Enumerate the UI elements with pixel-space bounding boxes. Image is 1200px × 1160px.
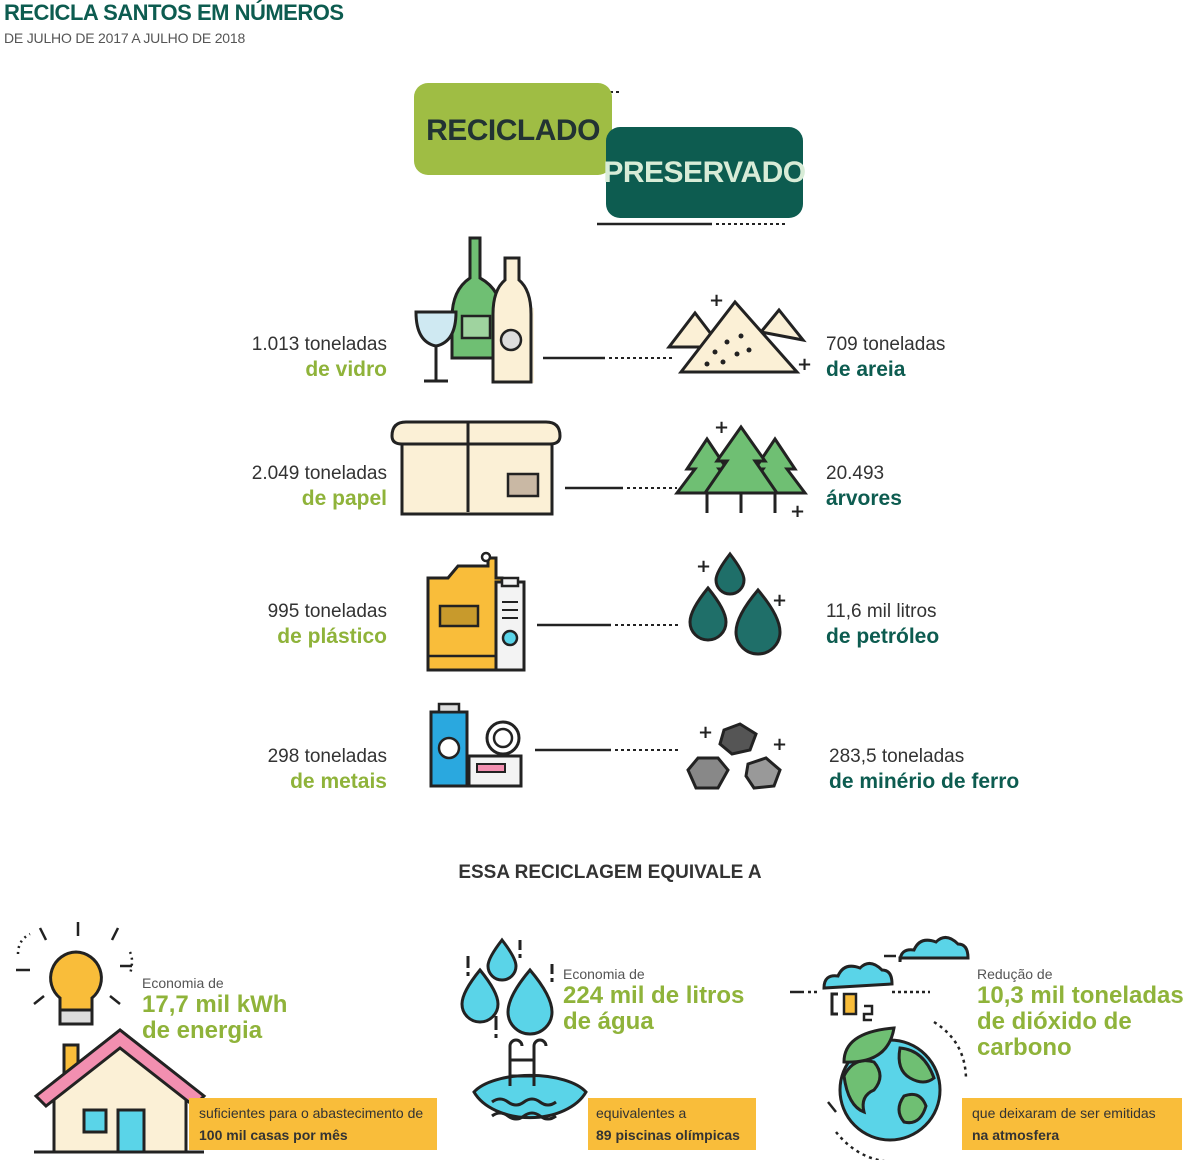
metals-amount: 298 toneladas	[267, 746, 387, 767]
energy-band-line2: 100 mil casas por mês	[199, 1127, 348, 1143]
sand-amount: 709 toneladas	[826, 334, 946, 355]
co2-band: que deixaram de ser emitidas na atmosfer…	[962, 1098, 1182, 1150]
row-plastic-left-label: 995 toneladas de plástico	[127, 599, 387, 649]
preservado-label: PRESERVADO	[603, 155, 806, 189]
ore-amount: 283,5 toneladas	[829, 746, 965, 767]
oil-amount: 11,6 mil litros	[826, 601, 937, 622]
row-metals-left-label: 298 toneladas de metais	[127, 744, 387, 794]
row-paper-left-label: 2.049 toneladas de papel	[127, 461, 387, 511]
svg-text:+: +	[797, 354, 812, 375]
svg-text:+: +	[709, 290, 724, 311]
energy-text: Economia de 17,7 mil kWh de energia	[142, 974, 287, 1044]
water-text: Economia de 224 mil de litros de água	[563, 965, 744, 1035]
plastic-material: de plástico	[277, 625, 387, 648]
paper-connector	[565, 486, 677, 490]
water-value: 224 mil de litros	[563, 982, 745, 1009]
svg-text:+: +	[772, 590, 787, 611]
water-band: equivalentes a 89 piscinas olímpicas	[588, 1098, 756, 1150]
house-lightbulb-icon	[16, 922, 207, 1154]
page-subtitle: DE JULHO DE 2017 A JULHO DE 2018	[4, 30, 246, 46]
trees-amount: 20.493	[826, 463, 885, 484]
preservado-pill: PRESERVADO	[603, 127, 806, 218]
energy-intro: Economia de	[142, 975, 224, 991]
iron-ore-icon: + +	[686, 722, 787, 790]
row-sand-right-label: 709 toneladas de areia	[826, 332, 945, 382]
energy-unit: de energia	[142, 1017, 263, 1044]
sand-dunes-icon: + +	[665, 290, 812, 375]
metals-connector	[535, 748, 679, 752]
water-unit: de água	[563, 1008, 654, 1035]
plastic-amount: 995 toneladas	[267, 601, 387, 622]
glass-connector	[543, 356, 673, 360]
co2-band-line2: na atmosfera	[972, 1127, 1060, 1143]
svg-text:+: +	[696, 556, 711, 577]
co2-intro: Redução de	[977, 966, 1053, 982]
paper-material: de papel	[301, 487, 387, 510]
plastic-connector	[537, 623, 681, 627]
oil-drops-icon: + +	[688, 551, 787, 656]
sand-material: de areia	[826, 358, 906, 381]
oil-material: de petróleo	[826, 625, 940, 648]
co2-band-line1: que deixaram de ser emitidas	[972, 1105, 1156, 1121]
water-band-line1: equivalentes a	[596, 1105, 687, 1121]
glass-amount: 1.013 toneladas	[251, 334, 387, 355]
equivalence-heading: ESSA RECICLAGEM EQUIVALE A	[458, 862, 762, 883]
svg-text:+: +	[790, 501, 805, 522]
co2-value: 10,3 mil toneladas	[977, 982, 1184, 1009]
svg-text:+: +	[698, 722, 713, 743]
row-oil-right-label: 11,6 mil litros de petróleo	[826, 599, 939, 649]
co2-unit: de dióxido de carbono	[977, 1008, 1132, 1061]
glass-material: de vidro	[305, 358, 387, 381]
plastic-containers-icon	[426, 551, 526, 672]
water-pool-icon	[460, 937, 588, 1121]
earth-co2-icon	[790, 936, 970, 1160]
svg-text:+: +	[714, 417, 729, 438]
metal-cans-icon	[429, 702, 523, 788]
trees-icon: + +	[674, 417, 808, 522]
cardboard-box-icon	[390, 420, 562, 516]
row-glass-left-label: 1.013 toneladas de vidro	[127, 332, 387, 382]
reciclado-label: RECICLADO	[426, 114, 600, 147]
co2-text: Redução de 10,3 mil toneladas de dióxido…	[977, 965, 1200, 1061]
trees-material: árvores	[826, 487, 902, 510]
reciclado-pill: RECICLADO	[414, 83, 612, 175]
metals-material: de metais	[290, 770, 387, 793]
energy-value: 17,7 mil kWh	[142, 991, 288, 1018]
svg-text:+: +	[772, 734, 787, 755]
energy-band: suficientes para o abastecimento de 100 …	[189, 1098, 437, 1150]
paper-amount: 2.049 toneladas	[251, 463, 387, 484]
energy-band-line1: suficientes para o abastecimento de	[199, 1105, 424, 1121]
water-band-line2: 89 piscinas olímpicas	[596, 1127, 740, 1143]
row-ore-right-label: 283,5 toneladas de minério de ferro	[829, 744, 1019, 794]
page-title: RECICLA SANTOS EM NÚMEROS	[4, 0, 344, 25]
glass-bottles-icon	[414, 236, 534, 384]
water-intro: Economia de	[563, 966, 645, 982]
row-trees-right-label: 20.493 árvores	[826, 461, 902, 511]
ore-material: de minério de ferro	[829, 770, 1020, 793]
